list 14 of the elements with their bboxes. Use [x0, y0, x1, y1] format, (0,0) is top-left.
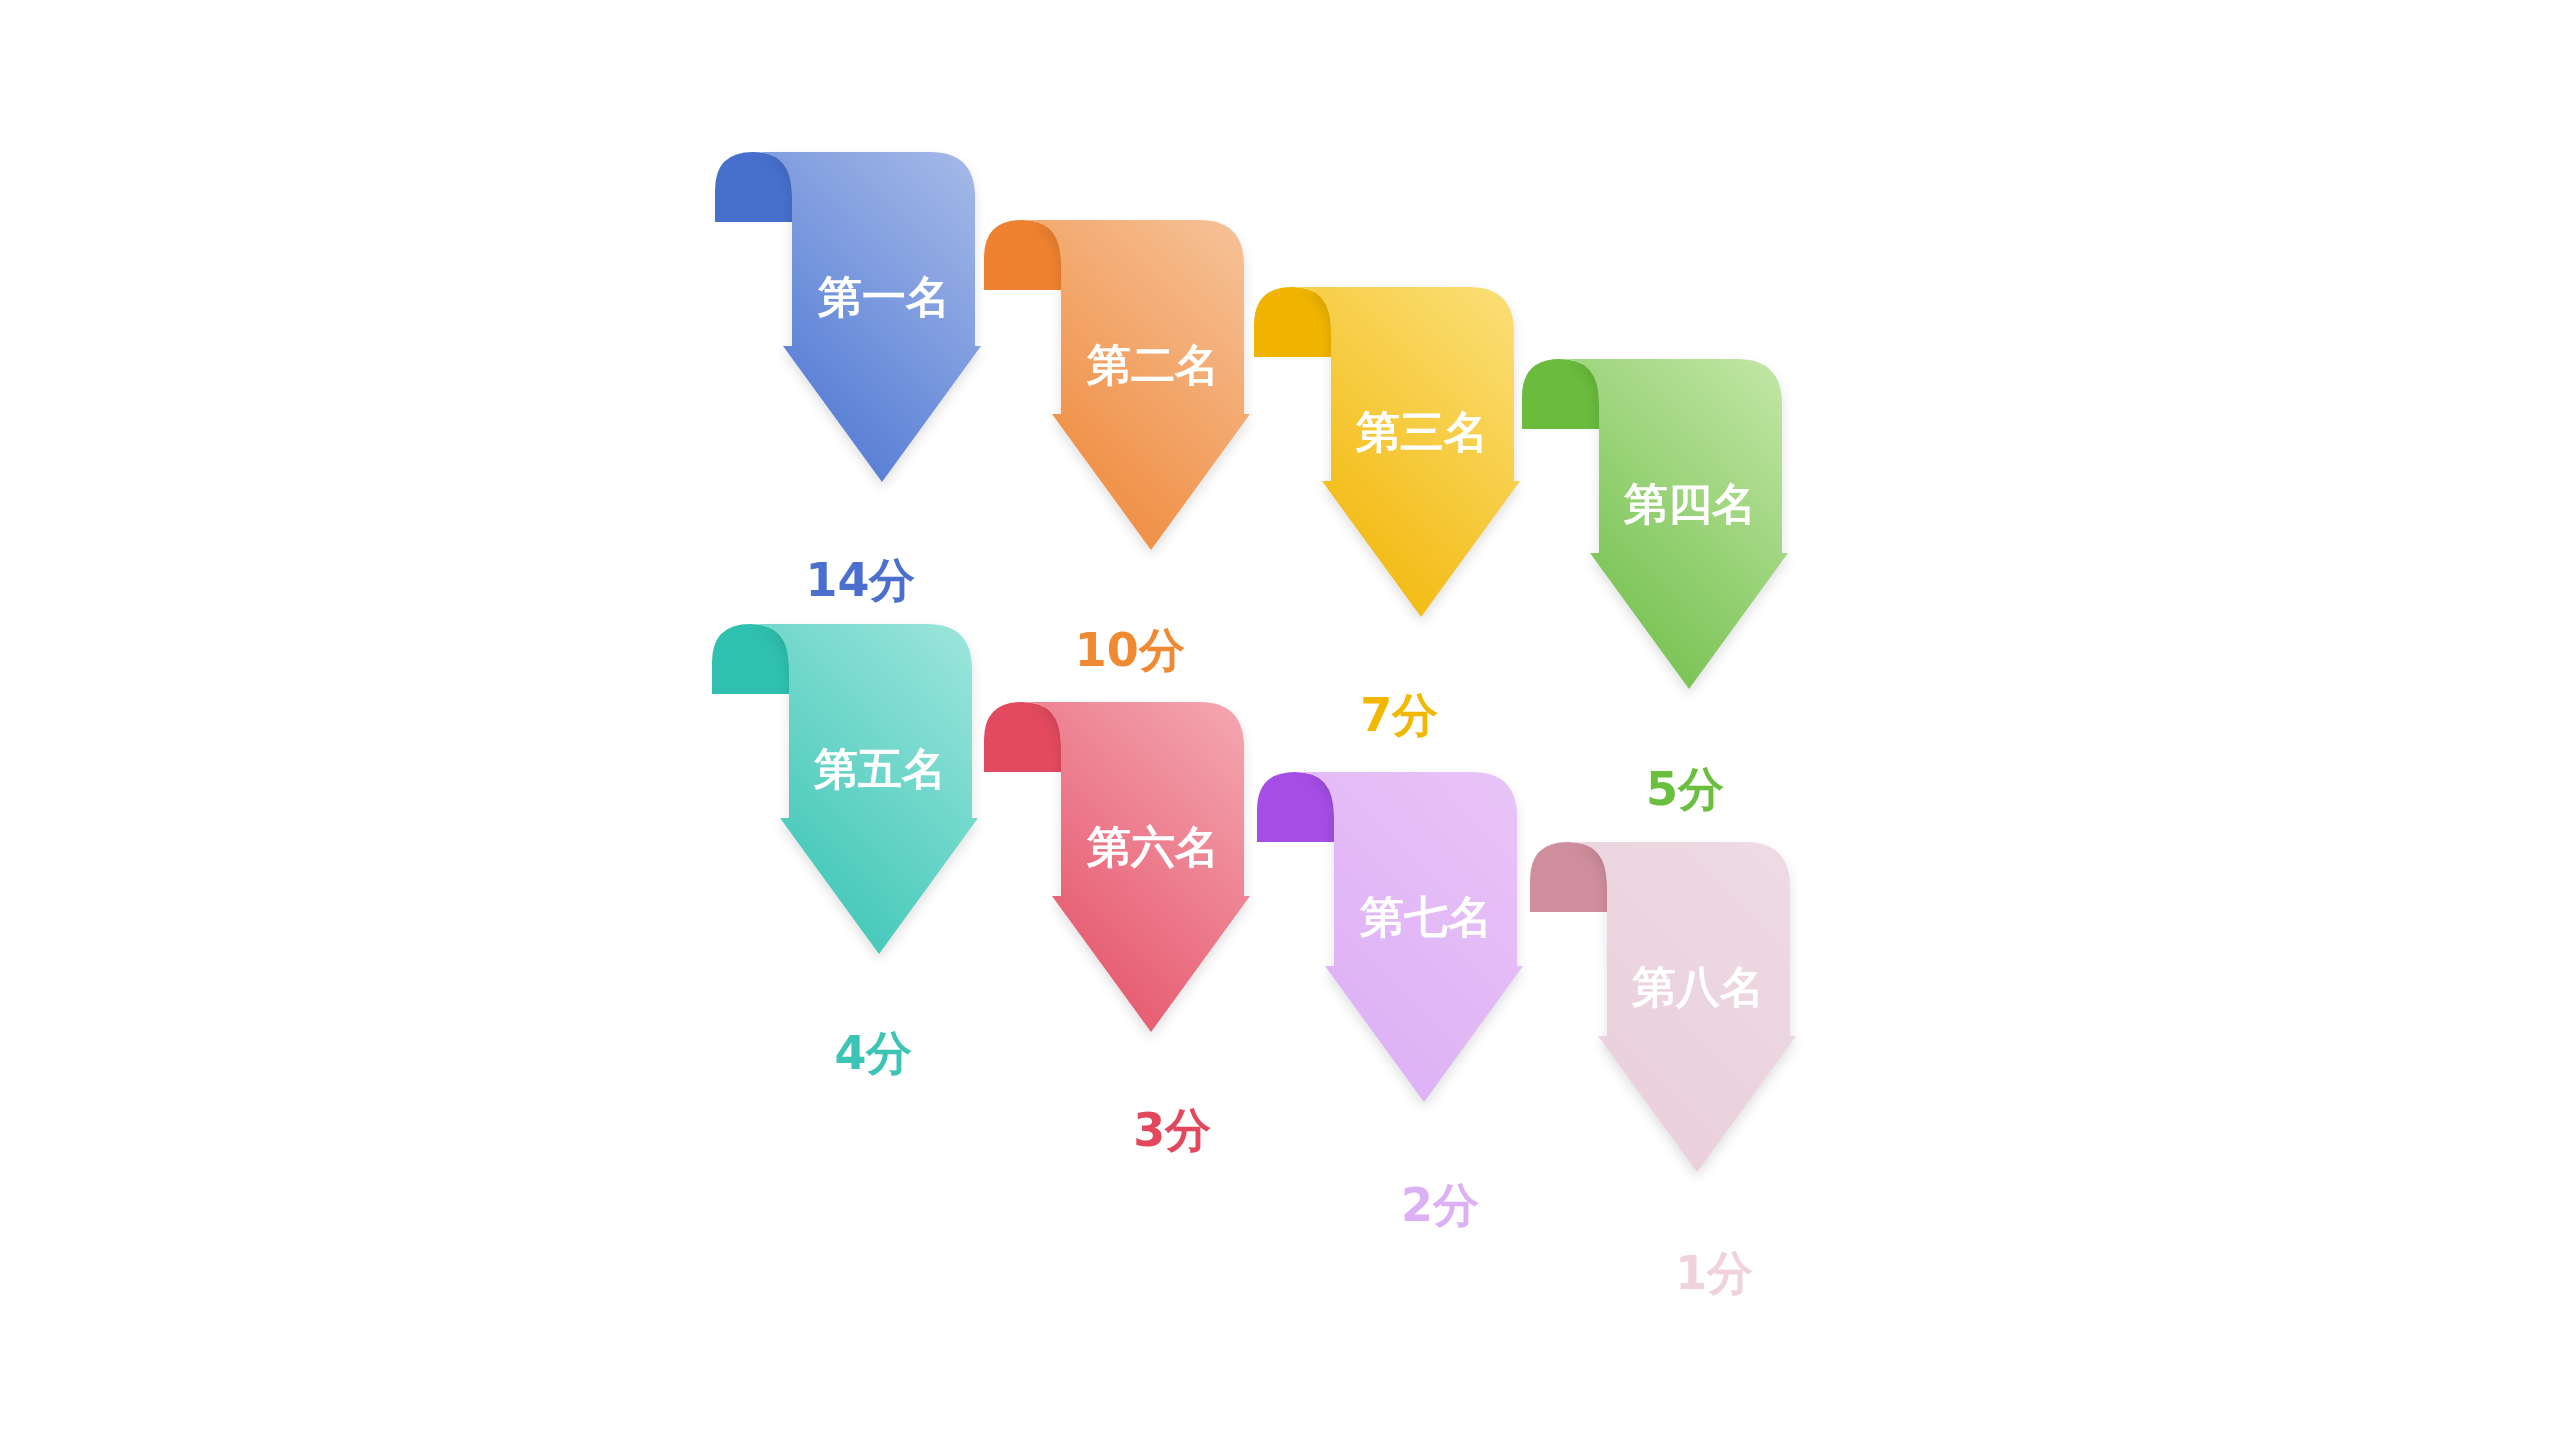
rank-label: 第一名	[816, 271, 951, 322]
score-label: 4分	[834, 1027, 913, 1080]
score-label: 10分	[1074, 623, 1185, 676]
rank-label: 第六名	[1086, 822, 1220, 873]
score-label: 5分	[1645, 762, 1724, 815]
score-label: 7分	[1360, 689, 1439, 742]
score-label: 14分	[805, 553, 916, 606]
rank-label: 第四名	[1623, 479, 1758, 530]
rank-label: 第二名	[1086, 340, 1220, 391]
rank-label: 第七名	[1358, 892, 1493, 943]
rank-label: 第五名	[813, 743, 948, 794]
rank-label: 第三名	[1355, 407, 1490, 458]
score-label: 3分	[1133, 1103, 1212, 1156]
score-label: 2分	[1401, 1178, 1479, 1231]
